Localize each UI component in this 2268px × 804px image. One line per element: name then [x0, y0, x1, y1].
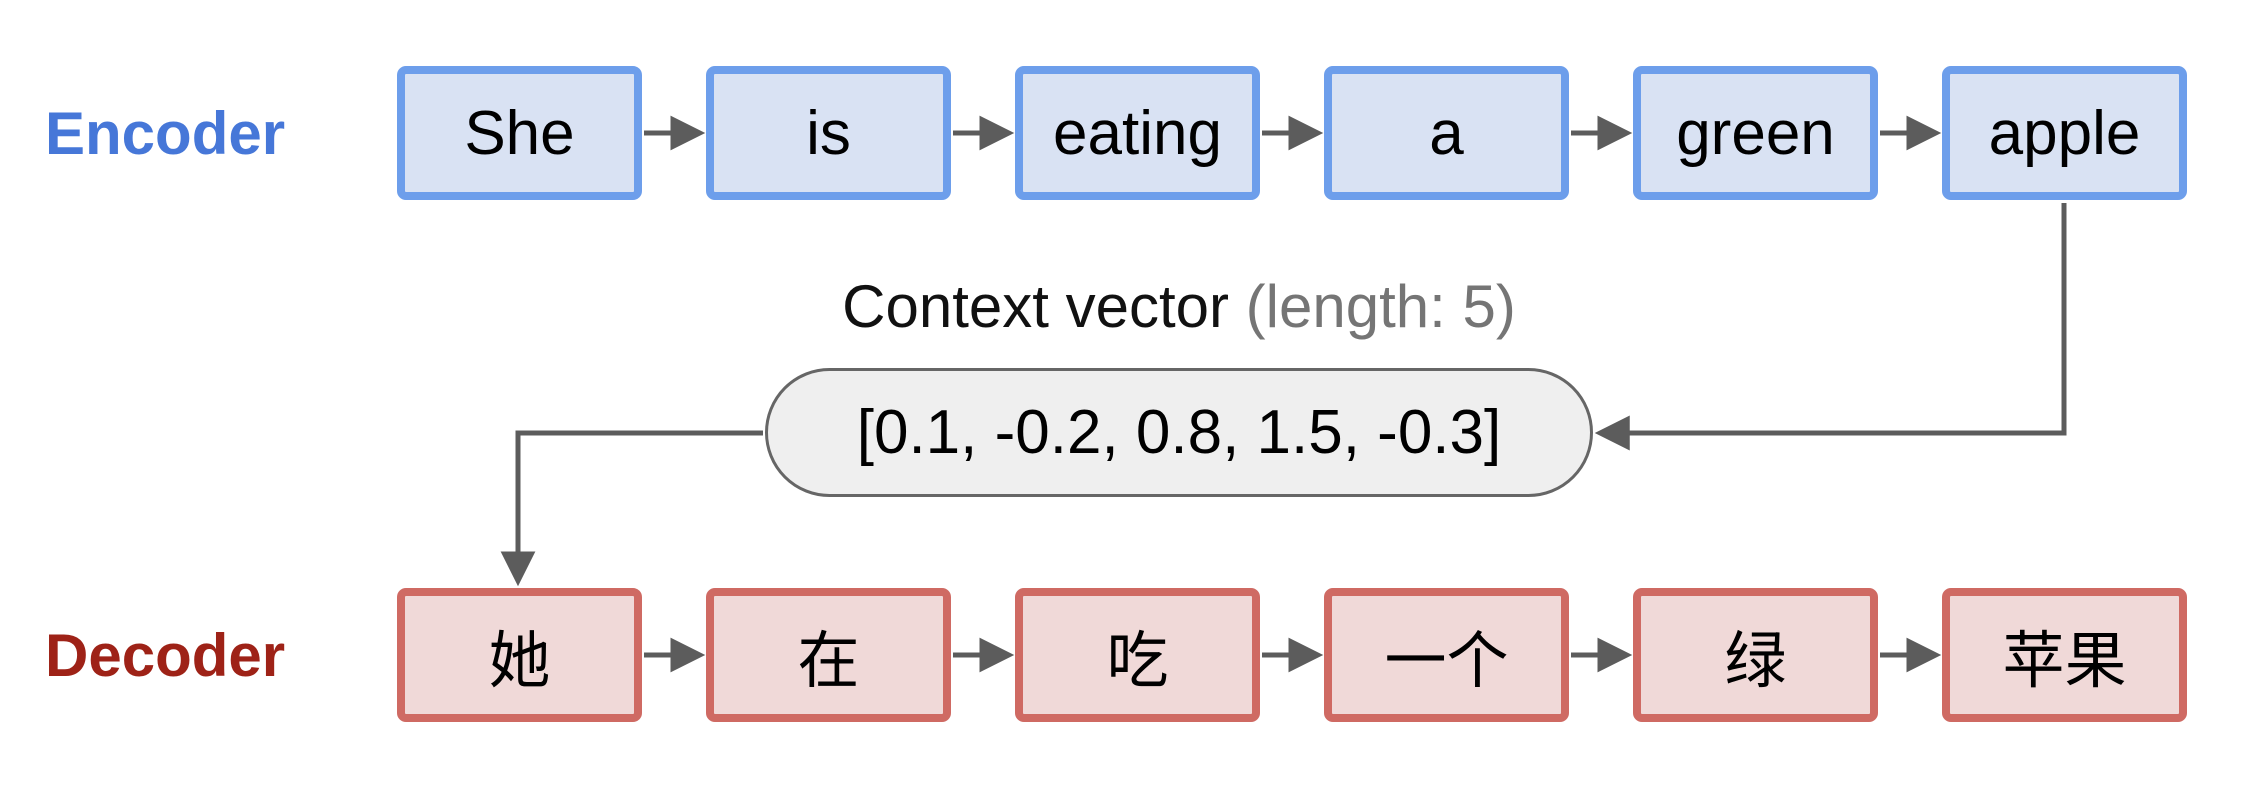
encoder-token-box: eating [1015, 66, 1260, 200]
decoder-token-box: 苹果 [1942, 588, 2187, 722]
encoder-label: Encoder [45, 99, 286, 167]
decoder-token-box: 绿 [1633, 588, 1878, 722]
decoder-token-box: 一个 [1324, 588, 1569, 722]
decoder-label: Decoder [45, 621, 286, 689]
encoder-token-box: is [706, 66, 951, 200]
decoder-row: 她 在 吃 一个 绿 苹果 [397, 588, 2187, 722]
context-vector-title: Context vector [842, 273, 1229, 340]
decoder-token-box: 在 [706, 588, 951, 722]
encoder-row: She is eating a green apple [397, 66, 2187, 200]
context-vector-subtitle: (length: 5) [1245, 273, 1516, 340]
context-vector-pill: [0.1, -0.2, 0.8, 1.5, -0.3] [765, 368, 1593, 497]
encoder-token-box: green [1633, 66, 1878, 200]
encoder-token-box: a [1324, 66, 1569, 200]
encoder-token-box: apple [1942, 66, 2187, 200]
encoder-token-box: She [397, 66, 642, 200]
connector-apple-to-context-vector [1594, 203, 2067, 451]
context-vector-label: Context vector (length: 5) [765, 272, 1593, 341]
decoder-token-box: 她 [397, 588, 642, 722]
decoder-token-box: 吃 [1015, 588, 1260, 722]
connector-context-vector-to-decoder [500, 430, 763, 587]
